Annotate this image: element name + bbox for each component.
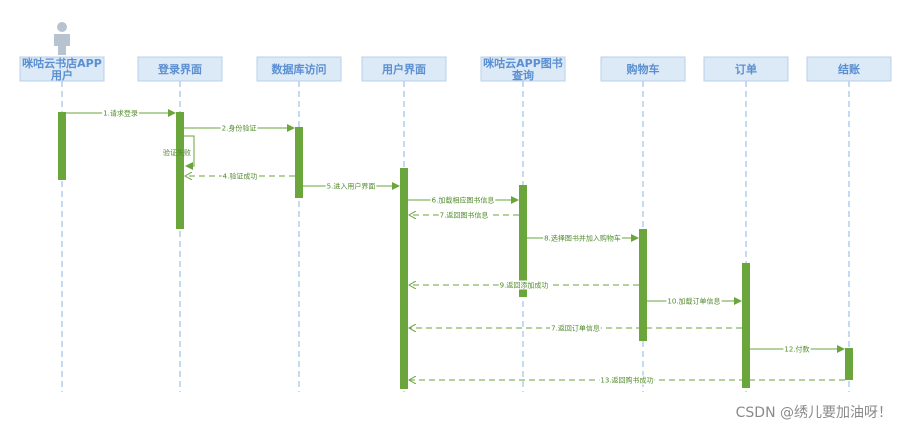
activation-bar-query bbox=[519, 185, 527, 297]
self-message-arrow bbox=[184, 135, 195, 170]
participant-box-query bbox=[480, 56, 566, 82]
participant-label-user: 用户 bbox=[51, 68, 73, 82]
message-label-bg bbox=[221, 171, 259, 181]
participant-label-query: 咪咕云APP图书 bbox=[483, 56, 563, 70]
message-label-1: 1.请求登录 bbox=[103, 109, 138, 118]
message-label-bg bbox=[220, 123, 258, 133]
participant-label-db: 数据库访问 bbox=[272, 62, 327, 76]
message-label-6: 7.返回图书信息 bbox=[440, 211, 489, 220]
participant-box-login bbox=[137, 56, 223, 82]
participant-label-query: 查询 bbox=[512, 68, 534, 82]
message-label-bg bbox=[783, 344, 811, 354]
message-label-bg bbox=[550, 323, 601, 333]
activation-bar-query-tail bbox=[519, 290, 527, 297]
watermark: CSDN @绣儿要加油呀！ bbox=[735, 405, 892, 421]
participant-label-ui: 用户界面 bbox=[382, 62, 426, 76]
participant-label-login: 登录界面 bbox=[157, 62, 202, 76]
message-label-bg bbox=[102, 108, 139, 118]
message-label-bg bbox=[666, 296, 722, 306]
message-label-11: 12.付款 bbox=[784, 345, 809, 354]
message-label-bg bbox=[543, 233, 622, 243]
participant-box-cart bbox=[600, 56, 686, 82]
message-label-8: 9.返回添加成功 bbox=[500, 281, 549, 290]
actor-body-shape bbox=[54, 34, 70, 55]
participant-box-order bbox=[703, 56, 789, 82]
message-label-7: 8.选择图书并加入购物车 bbox=[544, 234, 621, 243]
message-label-10: 7.返回订单信息 bbox=[551, 324, 600, 333]
activation-bar-login bbox=[176, 112, 184, 229]
message-label-2: 2.身份验证 bbox=[222, 124, 257, 133]
participant-box-user bbox=[19, 56, 105, 82]
message-label-4: 5.进入用户界面 bbox=[327, 182, 376, 191]
self-message-label: 验证失败 bbox=[163, 148, 191, 157]
message-label-bg bbox=[325, 181, 377, 191]
participant-label-checkout: 结账 bbox=[837, 62, 860, 76]
message-label-3: 4.验证成功 bbox=[223, 172, 258, 181]
activation-bar-ui bbox=[400, 168, 408, 389]
activation-bar-order bbox=[742, 263, 750, 388]
activation-bar-checkout bbox=[845, 348, 853, 380]
participant-label-order: 订单 bbox=[735, 62, 757, 76]
activation-bar-cart bbox=[639, 229, 647, 341]
message-label-bg bbox=[599, 375, 655, 385]
message-label-9: 10.加载订单信息 bbox=[667, 297, 720, 306]
message-label-12: 13.返回购书成功 bbox=[600, 376, 653, 385]
message-label-bg bbox=[498, 280, 550, 290]
participant-label-user: 咪咕云书店APP bbox=[22, 56, 102, 70]
participant-box-ui bbox=[361, 56, 447, 82]
message-label-bg bbox=[430, 195, 496, 205]
activation-bar-user bbox=[58, 112, 66, 180]
participant-label-cart: 购物车 bbox=[627, 62, 660, 76]
participant-box-checkout bbox=[806, 56, 892, 82]
message-label-bg bbox=[438, 210, 490, 220]
participant-box-db bbox=[256, 56, 342, 82]
actor-head-shape bbox=[57, 22, 67, 32]
message-label-5: 6.加载相应图书信息 bbox=[432, 196, 495, 205]
user-actor-icon bbox=[54, 22, 70, 55]
activation-bar-db bbox=[295, 127, 303, 198]
